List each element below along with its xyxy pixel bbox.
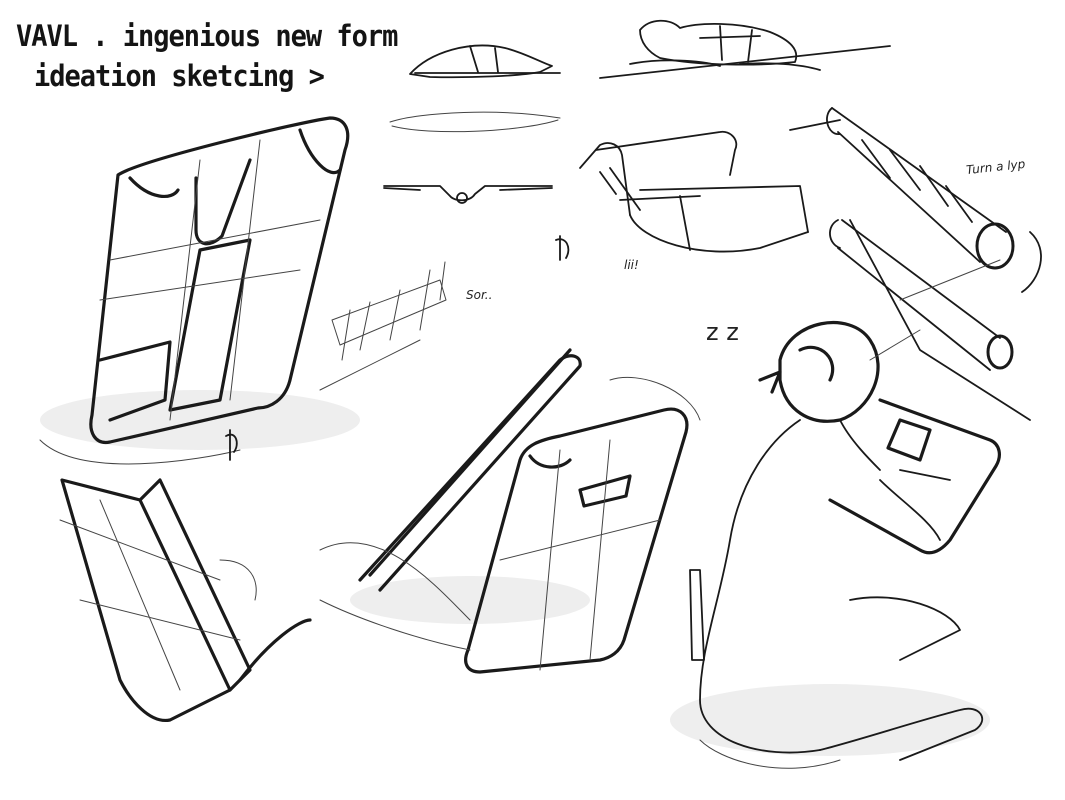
folio-shadow xyxy=(350,576,590,624)
case-side-lines xyxy=(59,499,257,691)
roller-tube-sketch xyxy=(789,107,1042,421)
person-head-sketch xyxy=(758,321,880,423)
scribble-note: Sor.. xyxy=(466,288,493,302)
turtle-flipper-sketch xyxy=(383,185,553,204)
drawing-board-sketch xyxy=(828,398,1001,555)
turtle-shell-lines xyxy=(389,111,561,133)
page-subtitle: ideation sketcing > xyxy=(34,60,325,94)
case-construction-lines xyxy=(39,139,321,465)
turtle-side-sketch xyxy=(409,44,561,79)
case-side-sketch xyxy=(60,478,312,722)
person-body-sketch xyxy=(689,419,984,761)
small-glyph-2 xyxy=(225,429,238,461)
scribble-note-2: lii! xyxy=(624,258,639,272)
large-case-sketch xyxy=(89,116,350,444)
person-detail-lines xyxy=(699,259,1001,769)
person-shadow xyxy=(670,684,990,756)
turtle-perspective-sketch xyxy=(599,19,891,79)
open-folio-sketch xyxy=(358,348,689,674)
small-glyph xyxy=(555,235,570,261)
mini-bracket-sketch xyxy=(319,261,447,391)
folio-lines xyxy=(319,376,701,671)
folding-case-sketch xyxy=(579,130,809,253)
page-title: VAVL . ingenious new form xyxy=(16,20,398,54)
sleep-z-note: z z xyxy=(706,318,739,346)
